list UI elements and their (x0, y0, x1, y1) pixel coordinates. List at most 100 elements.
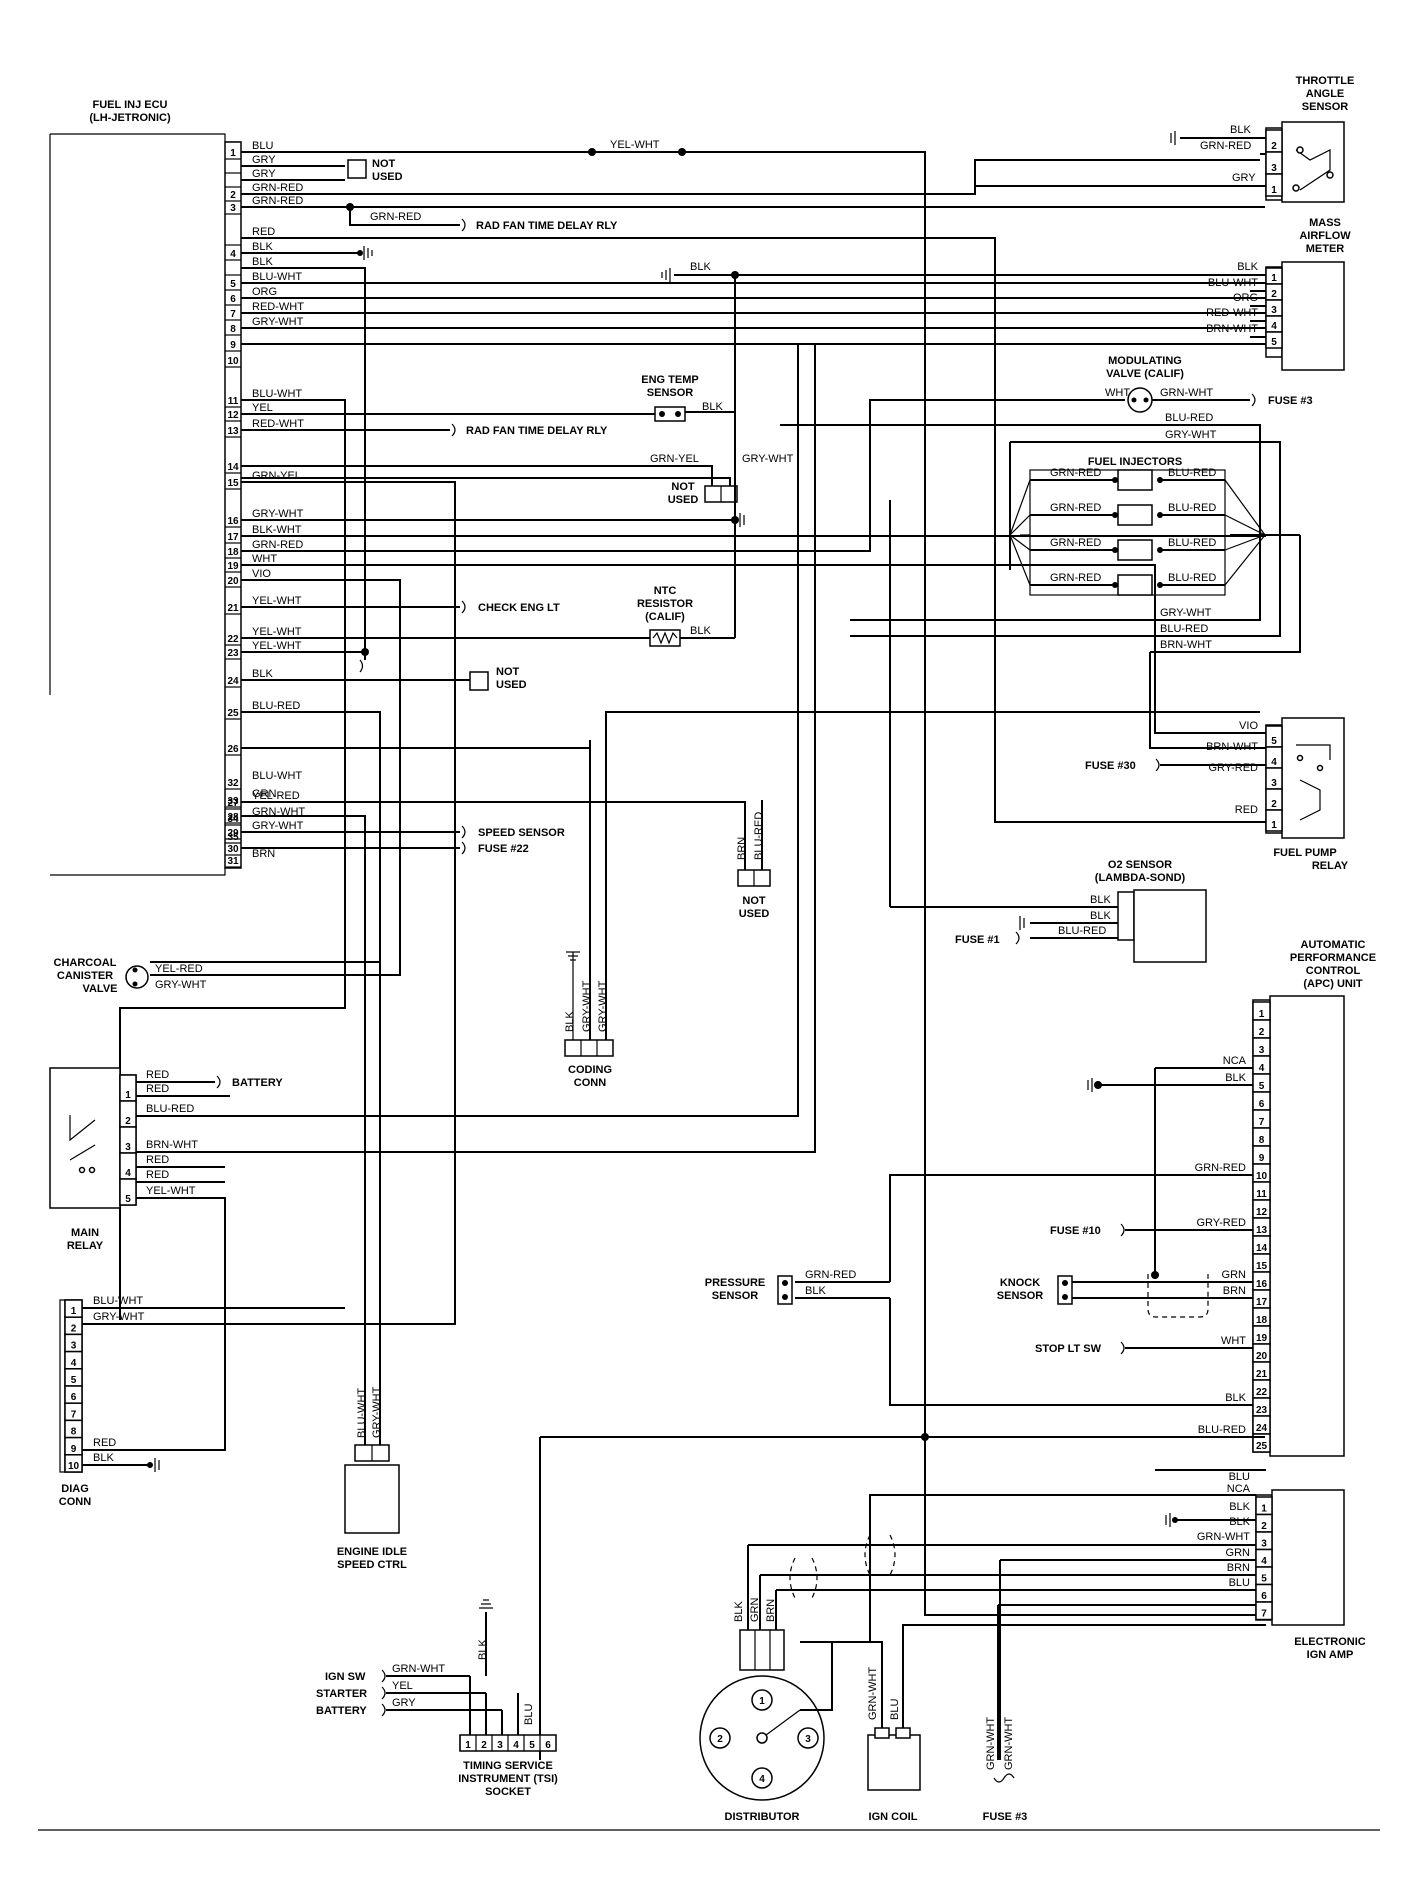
tsi-pin-6: 6 (545, 1740, 551, 1751)
throttle-angle-sensor: THROTTLE ANGLE SENSOR 231 BLK GRN-RED GR… (975, 75, 1354, 203)
ecu-pin-7: 7 (230, 309, 236, 320)
maf-pins-pin-3: 3 (1271, 305, 1277, 316)
coding-1: CODING (568, 1064, 612, 1076)
ecu-wire-label: BLU-WHT (252, 770, 302, 782)
maf-pins-pin-5: 5 (1271, 337, 1277, 348)
throttle-3: SENSOR (1302, 101, 1349, 113)
inj-lower-label: BRN-WHT (1160, 639, 1212, 651)
apc-pins-pin-25: 25 (1256, 1441, 1268, 1452)
tsi-blk: BLK (477, 1639, 489, 1660)
amp-pins-pin-2: 2 (1261, 1521, 1267, 1532)
injector (1117, 574, 1153, 596)
diag-pins-pin-4: 4 (71, 1358, 77, 1369)
diag-red: RED (93, 1437, 116, 1449)
can-yel-red: YEL-RED (155, 963, 203, 975)
eng-temp-blk: BLK (702, 401, 723, 413)
inj-grn-red: GRN-RED (1050, 502, 1101, 514)
dist-pin-4: 4 (759, 1774, 765, 1785)
inj-lower-label: BLU-RED (1160, 623, 1208, 635)
dist-terminal (751, 1767, 773, 1789)
inj-grn-red: GRN-RED (1050, 572, 1101, 584)
ecu-pin-20: 20 (227, 576, 239, 587)
ecu-wires: NOT USED GRN-RED RAD FAN TIME DELAY RLY … (80, 148, 1266, 1616)
apc-pins-pin-12: 12 (1256, 1207, 1268, 1218)
ntc-3: (CALIF) (645, 611, 685, 623)
amp-pins-pin-3: 3 (1261, 1539, 1267, 1550)
ecu-pin-12: 12 (227, 410, 239, 421)
apc-unit: AUTOMATIC PERFORMANCE CONTROL (APC) UNIT… (795, 939, 1376, 1457)
tsi-3: SOCKET (485, 1786, 531, 1798)
fuse3-bottom: GRN-WHT GRN-WHT FUSE #3 (983, 1717, 1028, 1823)
main-2: RELAY (67, 1240, 104, 1252)
engine-idle-speed-ctrl: BLU-WHT GRY-WHT ENGINE IDLE SPEED CTRL (337, 1386, 407, 1571)
dist-brn: BRN (765, 1599, 777, 1622)
maf-pins-cell (1265, 331, 1283, 349)
diag-pins-pin-6: 6 (71, 1392, 77, 1403)
injector (1117, 539, 1153, 561)
ecu-pin-14: 14 (227, 462, 239, 473)
tsi-2: INSTRUMENT (TSI) (458, 1773, 558, 1785)
coil-label: IGN COIL (869, 1811, 918, 1823)
pump-pins-pin-5: 5 (1271, 736, 1277, 747)
apc-wire-label: BRN (1223, 1285, 1246, 1297)
tsi-pin-1: 1 (465, 1740, 471, 1751)
coding-gry-wht-2: GRY-WHT (597, 980, 609, 1032)
injector (1117, 469, 1153, 491)
ign-coil: GRN-WHT BLU IGN COIL (867, 1624, 1266, 1823)
main-wire-label: BLU-RED (146, 1103, 194, 1115)
diag-pins-pin-2: 2 (71, 1323, 77, 1334)
yel-wht-top-label: YEL-WHT (610, 139, 660, 151)
amp-pins-cell (1255, 1601, 1273, 1621)
nu-not: NOT (742, 895, 766, 907)
amp-wire-label: BLK (1229, 1501, 1250, 1513)
pump-pins-pin-1: 1 (1271, 820, 1277, 831)
maf-wire-label: RED-WHT (1206, 307, 1258, 319)
ecu-pin-31: 31 (227, 856, 239, 867)
pressure-blk: BLK (805, 1285, 826, 1297)
idle-2: SPEED CTRL (337, 1559, 407, 1571)
apc-1: AUTOMATIC (1301, 939, 1366, 951)
ecu-pin-13: 13 (227, 426, 239, 437)
o2-blu-red: BLU-RED (1058, 925, 1106, 937)
maf-1: MASS (1309, 217, 1341, 229)
diag-pins-pin-10: 10 (68, 1461, 80, 1472)
check-eng-ref: CHECK ENG LT (478, 602, 560, 614)
ecu-pin-28: 28 (227, 812, 239, 823)
pump-pins-cell (1265, 809, 1283, 832)
main-wire-label: YEL-WHT (146, 1185, 196, 1197)
ecu-pin-33: 33 (227, 796, 239, 807)
ecu-wire-label: GRN (252, 788, 277, 800)
apc-pins-pin-21: 21 (1256, 1369, 1268, 1380)
amp-1: ELECTRONIC (1294, 1636, 1366, 1648)
pump-pins-pin-3: 3 (1271, 778, 1277, 789)
apc-pins-pin-6: 6 (1259, 1099, 1265, 1110)
apc-pins-pin-3: 3 (1259, 1045, 1265, 1056)
diag-blk: BLK (93, 1452, 114, 1464)
apc-4: (APC) UNIT (1303, 978, 1363, 990)
ecu-wire-label: BLK (252, 668, 273, 680)
ecu-wire-label: ORG (252, 286, 277, 298)
inj-blu-red: BLU-RED (1168, 502, 1216, 514)
coil-blu: BLU (889, 1699, 901, 1720)
pump-wire-label: GRY-RED (1208, 762, 1258, 774)
maf-3: METER (1306, 243, 1345, 255)
ecu-wire-label: RED (252, 226, 275, 238)
o2-sensor: O2 SENSOR (LAMBDA-SOND) FUSE #1 BLK BLK … (889, 500, 1207, 963)
ign-sw-ref: IGN SW (325, 1671, 366, 1683)
main-wire-label: RED (146, 1069, 169, 1081)
diag-pins-cell (64, 1454, 83, 1473)
ecu-wire-label: BLU-RED (252, 700, 300, 712)
tsi-pin-5: 5 (529, 1740, 535, 1751)
ecu-pin-26: 26 (227, 744, 239, 755)
main-wire-label: RED (146, 1083, 169, 1095)
coding-gry-wht-1: GRY-WHT (581, 980, 593, 1032)
diag-2: CONN (59, 1496, 91, 1508)
apc-wire-label: WHT (1221, 1335, 1246, 1347)
amp-wire-label: BLU (1229, 1577, 1250, 1589)
maf-2: AIRFLOW (1299, 230, 1351, 242)
idle-gry-wht: GRY-WHT (371, 1386, 383, 1438)
